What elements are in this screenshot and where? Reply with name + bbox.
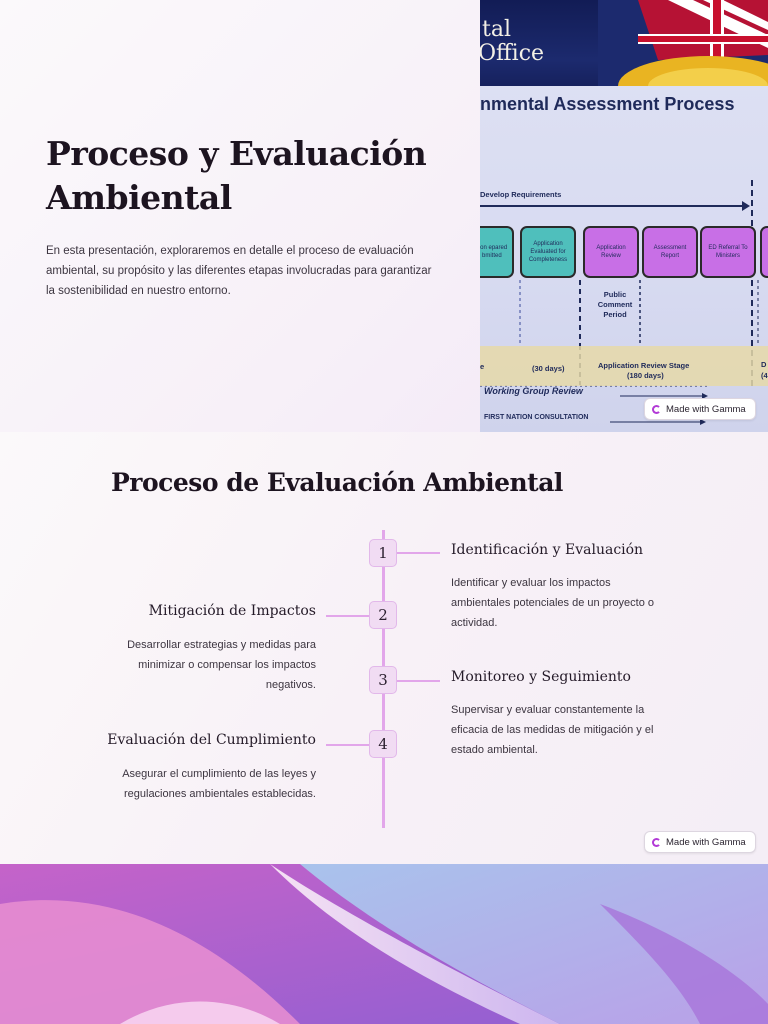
working-group-label: Working Group Review [484,386,583,396]
image-heading: nmental Assessment Process [480,94,735,114]
slide-title: Proceso de Evaluación Ambiental [111,468,563,497]
badge-label: Made with Gamma [666,403,746,415]
stage-band [480,346,768,386]
step-title: Monitoreo y Seguimiento [451,669,631,685]
timeline-connector [397,552,440,554]
step-title: Identificación y Evaluación [451,542,644,558]
step-number-badge: 2 [369,601,397,629]
process-box: Application Evaluated for Completeness [520,226,576,278]
timeline-connector [326,615,369,617]
slide-abstract-background [0,864,768,1024]
timeline-connector [326,744,369,746]
banner-text: tal Office [480,17,545,66]
abstract-waves-graphic [0,864,768,1024]
step-description: Supervisar y evaluar constantemente la e… [451,704,654,756]
develop-requirements-label: Develop Requirements [480,190,562,199]
slide-description: En esta presentación, exploraremos en de… [46,245,432,297]
step-description: Desarrollar estrategias y medidas para m… [127,639,316,691]
process-box: plication epared and bmitted [480,226,514,278]
assessment-process-image: tal Office nmental Assessment Process [480,0,768,432]
stage-label: e [480,362,485,371]
step-description: Asegurar el cumplimiento de las leyes y … [122,768,316,800]
step-number-badge: 1 [369,539,397,567]
step-number-badge: 4 [369,730,397,758]
step-number-badge: 3 [369,666,397,694]
timeline-connector [397,680,440,682]
step-title: Evaluación del Cumplimiento [107,732,316,748]
process-box: Application Review [583,226,639,278]
stage-label: (4 [761,371,768,380]
flag-icon [598,0,768,86]
made-with-gamma-badge[interactable]: Made with Gamma [644,398,756,420]
first-nation-label: FIRST NATION CONSULTATION [484,414,589,421]
stage-label: (180 days) [627,371,664,380]
stage-label: Application Review Stage [598,361,690,370]
public-comment-label: Public Comment Period [597,290,633,319]
slide-intro: Proceso y Evaluación Ambiental En esta p… [0,0,768,432]
process-box: Assessment Report [642,226,698,278]
badge-label: Made with Gamma [666,836,746,848]
office-banner: tal Office [480,0,768,86]
slide-process-timeline: Proceso de Evaluación Ambiental 1 Identi… [0,432,768,864]
process-box-partial [760,226,768,278]
step-title: Mitigación de Impactos [148,603,316,619]
gamma-logo-icon [652,837,661,847]
stage-label: D [761,360,767,369]
stage-label: (30 days) [532,364,565,373]
step-description: Identificar y evaluar los impactos ambie… [451,577,655,629]
slide-title: Proceso y Evaluación Ambiental [46,134,427,217]
gamma-logo-icon [652,404,661,414]
process-box: ED Referral To Ministers [700,226,756,278]
made-with-gamma-badge[interactable]: Made with Gamma [644,831,756,853]
